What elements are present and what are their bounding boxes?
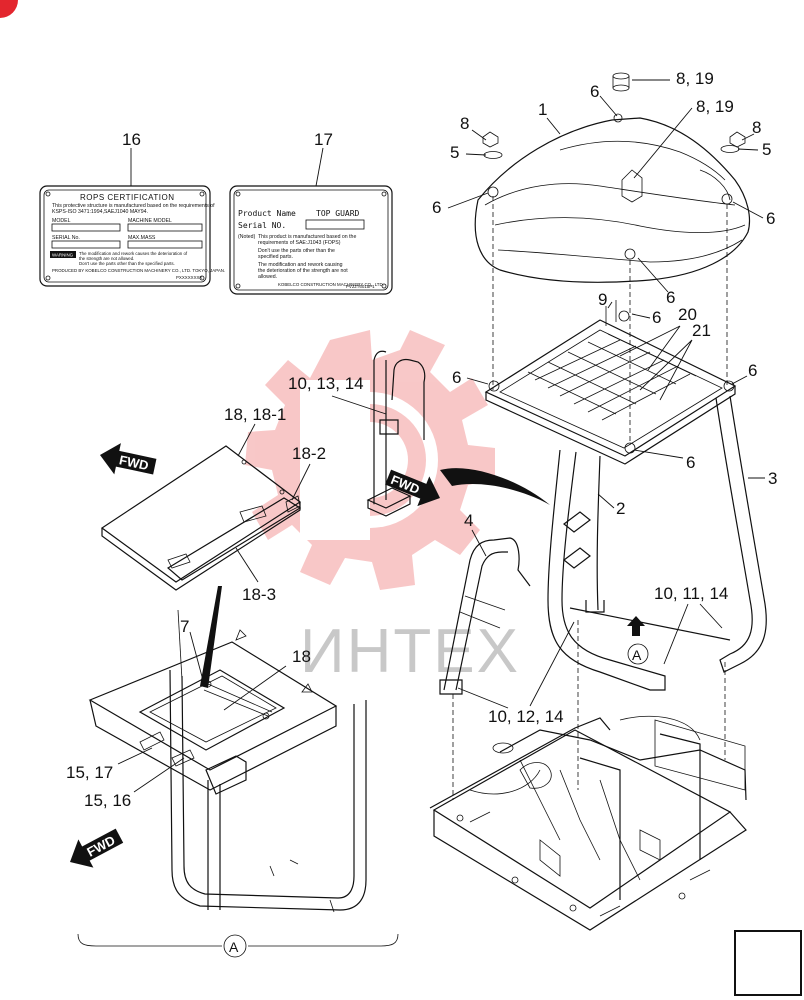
- spacer-8-19: [612, 72, 630, 92]
- next-page-button[interactable]: [734, 930, 802, 996]
- callout-4: 4: [464, 511, 473, 530]
- rops-frame: [439, 395, 767, 695]
- callout-18: 18: [292, 647, 311, 666]
- topguard-note3: Don't use the parts other than the: [258, 248, 335, 254]
- callout-1: 1: [538, 100, 547, 119]
- callout-6b: 6: [432, 198, 441, 217]
- rops-warn1: The modification and rework causes the d…: [79, 251, 188, 256]
- callout-18-3: 18-3: [242, 585, 276, 604]
- topguard-code: PV22T6015P1: [346, 284, 375, 289]
- callout-5b: 5: [762, 140, 771, 159]
- callout-9: 9: [598, 290, 607, 309]
- topguard-maker: KOBELCO CONSTRUCTION MACHINERY CO., LTD.: [278, 282, 384, 287]
- callout-2: 2: [616, 499, 625, 518]
- callout-6a: 6: [590, 82, 599, 101]
- callout-20: 20: [678, 305, 697, 324]
- callout-15-16: 15, 16: [84, 791, 131, 810]
- top-guard-plate: Product Name TOP GUARD Serial NO. (Noted…: [229, 185, 393, 295]
- fwd-label-1: FWD: [118, 452, 150, 473]
- callout-leaders: [117, 79, 765, 793]
- mat-pointer: [200, 586, 222, 688]
- callout-6e: 6: [652, 308, 661, 327]
- rops-warning: WARNING: [52, 253, 74, 258]
- machine-base-frame: [429, 715, 747, 931]
- rops-warn3: Don't use the parts other than the speci…: [79, 261, 175, 266]
- callout-6c: 6: [766, 209, 775, 228]
- callout-6f: 6: [452, 368, 461, 387]
- fwd-arrow-3: FWD: [70, 828, 124, 868]
- floor-mat-assembly: [100, 445, 302, 591]
- callout-6h: 6: [686, 453, 695, 472]
- topguard-note6: the deterioration of the strength are no…: [258, 268, 348, 274]
- topguard-product-label: Product Name: [238, 209, 296, 218]
- callout-8-19b: 8, 19: [696, 97, 734, 116]
- rops-produced: PRODUCED BY KOBELCO CONSTRUCTION MACHINE…: [52, 268, 225, 273]
- rops-title: ROPS CERTIFICATION: [80, 193, 175, 202]
- frame-pointer: [440, 468, 550, 505]
- topguard-noted: (Noted): [238, 234, 256, 240]
- callout-6g: 6: [748, 361, 757, 380]
- callout-8a: 8: [460, 114, 469, 133]
- callout-7: 7: [180, 617, 189, 636]
- rops-line2: KSPS-ISO 3471:1994,SAEJ1040 MAY94.: [52, 209, 148, 215]
- rops-line1: This protective structure is manufacture…: [52, 203, 215, 209]
- view-a-label-1: A: [632, 647, 642, 663]
- top-cover: [474, 113, 751, 283]
- shade-frame: [484, 300, 737, 465]
- callout-6d: 6: [666, 288, 675, 307]
- rops-certification-plate: ROPS CERTIFICATION This protective struc…: [39, 185, 225, 287]
- topguard-note5: The modification and rework causing: [258, 262, 343, 268]
- callout-10-11-14: 10, 11, 14: [654, 584, 728, 603]
- callout-numbers: 16 17 1 6 8, 19 8, 19 8 5 8 5 6 6 6 9 6 …: [66, 69, 777, 810]
- topguard-serial-label: Serial NO.: [238, 221, 286, 230]
- view-a-bracket: A: [77, 933, 399, 958]
- callout-18-2: 18-2: [292, 444, 326, 463]
- callout-16: 16: [122, 130, 141, 149]
- rops-code: PXXXXXXXX: [176, 275, 202, 280]
- watermark-text: ИНТЕХ: [300, 617, 520, 686]
- bolt-8-left: [482, 131, 503, 159]
- fwd-arrow-1: FWD: [100, 443, 157, 475]
- view-a-arrow: A: [627, 616, 649, 665]
- callout-17: 17: [314, 130, 333, 149]
- watermark-logo: [245, 330, 495, 590]
- center-frame-post: [366, 350, 426, 517]
- callout-21: 21: [692, 321, 711, 340]
- callout-15-17: 15, 17: [66, 763, 113, 782]
- topguard-note2: requirements of SAE:J1043 (FOPS): [258, 240, 341, 246]
- rops-max-mass: MAX.MASS: [128, 235, 156, 241]
- topguard-note1: This product is manufactured based on th…: [258, 234, 356, 240]
- rops-serial: SERIAL No.: [52, 235, 80, 241]
- callout-8-19a: 8, 19: [676, 69, 714, 88]
- rops-warn2: the strength are not allowed.: [79, 256, 134, 261]
- callout-5a: 5: [450, 143, 459, 162]
- callout-18-18-1: 18, 18-1: [224, 405, 286, 424]
- callout-3: 3: [768, 469, 777, 488]
- view-a-label-2: A: [229, 939, 239, 955]
- callout-10-12-14: 10, 12, 14: [488, 707, 564, 726]
- callout-8b: 8: [752, 118, 761, 137]
- callout-10-13-14: 10, 13, 14: [288, 374, 364, 393]
- rops-model: MODEL: [52, 218, 71, 224]
- floor-plate: [88, 609, 367, 913]
- fwd-label-3: FWD: [84, 833, 117, 860]
- topguard-note7: allowed.: [258, 274, 277, 280]
- topguard-product-name: TOP GUARD: [316, 209, 360, 218]
- rops-machine-model: MACHINE MODEL: [128, 218, 172, 224]
- topguard-note4: specified parts.: [258, 254, 293, 260]
